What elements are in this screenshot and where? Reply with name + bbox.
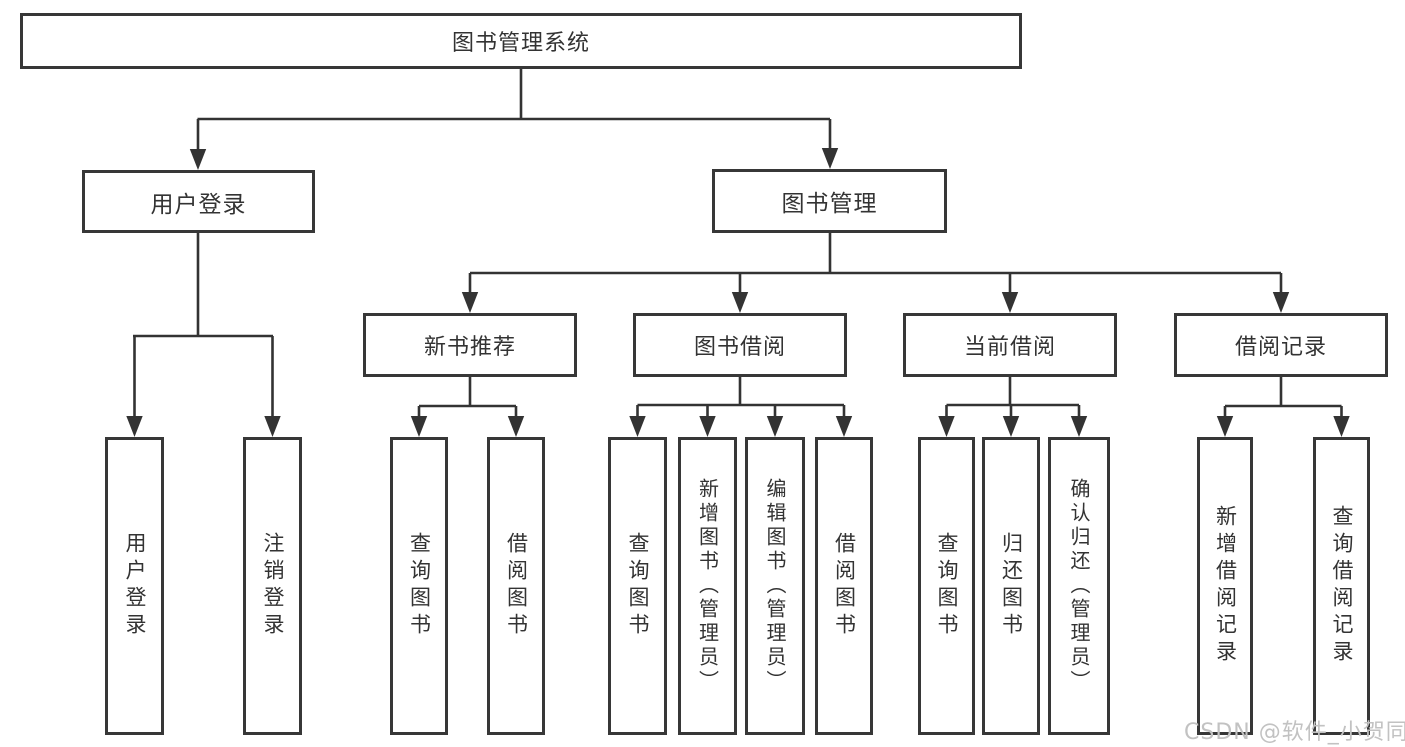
- node-book-borrow: 图书借阅: [633, 313, 847, 377]
- leaf-return-books: 归还图书: [982, 437, 1040, 735]
- leaf-add-book-admin: 新增图书（管理员）: [678, 437, 737, 735]
- leaf-user-login: 用户登录: [105, 437, 164, 735]
- leaf-borrow-books: 借阅图书: [815, 437, 873, 735]
- node-new-book-recommend: 新书推荐: [363, 313, 577, 377]
- leaf-query-books-borrow: 查询图书: [608, 437, 667, 735]
- csdn-watermark: CSDN @软件_小贺同学: [1184, 720, 1405, 745]
- leaf-query-borrow-record: 查询借阅记录: [1313, 437, 1370, 735]
- leaf-confirm-return-admin: 确认归还（管理员）: [1048, 437, 1110, 735]
- node-user-login: 用户登录: [82, 170, 315, 233]
- leaf-logout: 注销登录: [243, 437, 302, 735]
- leaf-add-borrow-record: 新增借阅记录: [1197, 437, 1253, 735]
- node-book-management: 图书管理: [712, 169, 947, 233]
- node-root: 图书管理系统: [20, 13, 1022, 69]
- leaf-query-books-current: 查询图书: [918, 437, 975, 735]
- node-current-borrow: 当前借阅: [903, 313, 1117, 377]
- leaf-borrow-books-recommend: 借阅图书: [487, 437, 545, 735]
- leaf-edit-book-admin: 编辑图书（管理员）: [745, 437, 805, 735]
- node-borrow-records: 借阅记录: [1174, 313, 1388, 377]
- leaf-query-books-recommend: 查询图书: [390, 437, 448, 735]
